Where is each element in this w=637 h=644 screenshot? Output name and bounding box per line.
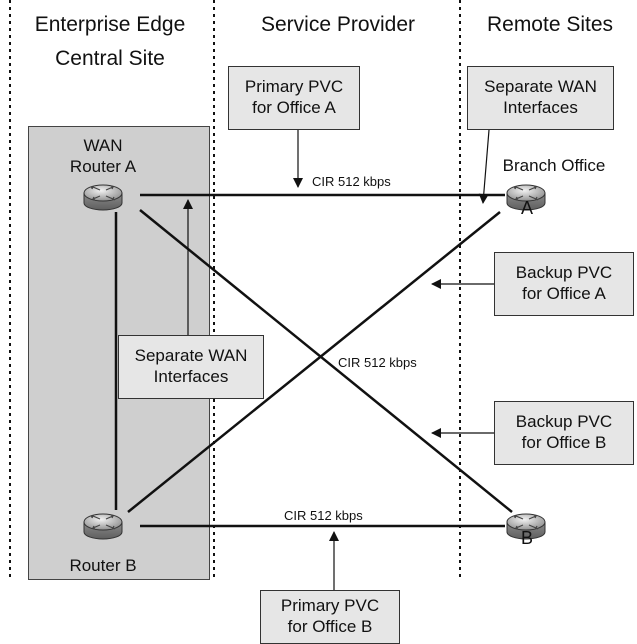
zone-title-enterprise-line1: Enterprise Edge: [34, 13, 186, 36]
cir-label-bottom: CIR 512 kbps: [284, 508, 363, 523]
zone-title-remote: Remote Sites: [486, 13, 614, 36]
callout-separate-wan-remote-line1: Separate WAN: [484, 77, 597, 96]
router-b-label: Router B: [69, 556, 137, 575]
router-a-icon: [83, 184, 123, 211]
callout-backup-b-line2: for Office B: [521, 433, 607, 452]
callout-primary-b-line2: for Office B: [287, 617, 373, 636]
callout-primary-b-line1: Primary PVC: [280, 596, 380, 615]
callout-backup-pvc-b: Backup PVC for Office B: [494, 401, 634, 465]
callout-backup-a-line2: for Office A: [522, 284, 606, 303]
cir-label-top: CIR 512 kbps: [312, 174, 391, 189]
router-b-icon: [83, 513, 123, 540]
branch-office-label: Branch Office: [502, 156, 606, 175]
callout-primary-pvc-b: Primary PVC for Office B: [260, 590, 400, 644]
callout-separate-wan-central-line2: Interfaces: [153, 367, 229, 386]
arrow-separate-wan-remote: [478, 129, 490, 204]
router-a-label: WAN Router A: [62, 135, 144, 177]
callout-backup-a-line1: Backup PVC: [515, 263, 613, 282]
callout-separate-wan-central: Separate WAN Interfaces: [118, 335, 264, 399]
callout-separate-wan-central-line1: Separate WAN: [134, 346, 248, 365]
callout-primary-a-line1: Primary PVC: [244, 77, 344, 96]
callout-primary-pvc-a: Primary PVC for Office A: [228, 66, 360, 130]
link-routerA-officeB: [139, 209, 513, 513]
zone-title-enterprise-line2: Central Site: [55, 47, 165, 70]
callout-backup-pvc-a: Backup PVC for Office A: [494, 252, 634, 316]
callout-separate-wan-remote: Separate WAN Interfaces: [467, 66, 614, 130]
cir-label-middle: CIR 512 kbps: [338, 355, 417, 370]
callout-primary-a-line2: for Office A: [252, 98, 336, 117]
router-a-label-line1: WAN: [83, 136, 123, 155]
zone-title-enterprise: Enterprise Edge Central Site: [4, 12, 216, 72]
zone-title-provider: Service Provider: [260, 13, 416, 36]
callout-backup-b-line1: Backup PVC: [515, 412, 613, 431]
link-routerB-officeA: [127, 211, 501, 513]
callout-separate-wan-remote-line2: Interfaces: [503, 98, 578, 117]
office-b-letter: B: [520, 528, 533, 548]
router-a-label-line2: Router A: [69, 157, 137, 176]
office-a-letter: A: [520, 198, 533, 218]
